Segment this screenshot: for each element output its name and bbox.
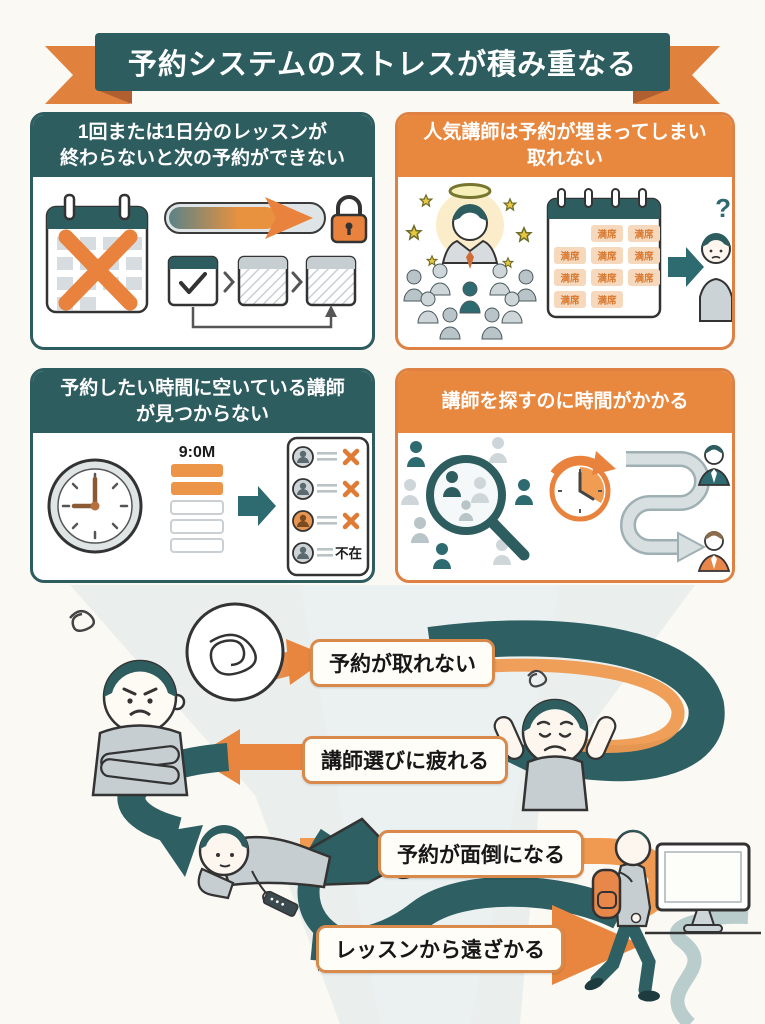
stressed-student-illustration [493,669,617,812]
arrow-right-icon [668,247,704,287]
svg-text:満席: 満席 [634,251,654,263]
teacher-avatar-icon [697,445,731,486]
svg-text:満席: 満席 [597,273,617,285]
angry-student-illustration [69,602,285,797]
full-calendar-icon: 満席満席 満席満席満席 満席満席満席 満席満席 [546,188,662,319]
monitor-icon [645,842,761,935]
svg-text:9:0M: 9:0M [179,444,215,461]
lying-student-illustration [197,817,423,917]
popular-teacher-icon [406,183,532,269]
no-teacher-illustration: 9:0M [47,436,370,577]
flow-step-label-4: レッスンから遠ざかる [316,925,564,973]
flow-step-label-2: 講師選びに疲れる [302,736,508,784]
confused-student-icon: ? [699,193,732,322]
magnifier-icon [426,455,530,561]
svg-text:満席: 満席 [597,295,617,307]
clock-icon [47,458,143,554]
popular-teacher-illustration: 満席満席 満席満席満席 満席満席満席 満席満席 ? [403,183,732,340]
title-ribbon: 予約システムのストレスが積み重なる [95,33,670,91]
winding-path-icon [620,451,710,563]
crowd-icon [403,263,537,340]
panel-search-time-header: 講師を探すのに時間がかかる [398,371,732,433]
page-title: 予約システムのストレスが積み重なる [127,49,638,81]
panel-popular-teacher-header: 人気講師は予約が埋まってしまい 取れない [398,115,732,177]
walking-away-student-illustration [584,829,660,1002]
panel-search-time: 講師を探すのに時間がかかる [395,368,735,583]
arrow-right-icon [238,486,276,526]
flow-step-label-1: 予約が取れない [310,639,495,687]
svg-text:満席: 満席 [560,251,580,263]
svg-text:満席: 満席 [560,273,580,285]
svg-text:満席: 満席 [597,251,617,263]
panel-lesson-block: 1回または1日分のレッスンが 終わらないと次の予約ができない [30,112,375,350]
svg-text:満席: 満席 [560,295,580,307]
search-time-illustration [401,437,731,572]
step-cards-icon [167,255,357,329]
lesson-block-illustration [45,193,368,329]
calendar-x-icon [45,193,149,314]
question-mark: ? [715,193,731,223]
time-slots-icon: 9:0M [170,444,224,553]
teacher-avatar-icon [697,531,731,572]
lock-icon [330,195,368,244]
svg-text:満席: 満席 [634,229,654,241]
svg-text:満席: 満席 [634,273,654,285]
svg-text:不在: 不在 [335,545,362,561]
timer-icon [549,451,616,522]
panel-no-teacher-header: 予約したい時間に空いている講師 が見つからない [33,371,372,433]
panel-popular-teacher: 人気講師は予約が埋まってしまい 取れない [395,112,735,350]
svg-text:満席: 満席 [597,229,617,241]
teacher-list-icon: 不在 [286,436,370,577]
progress-arrow-icon [164,197,326,239]
panel-no-teacher-available: 予約したい時間に空いている講師 が見つからない 9:0M [30,368,375,583]
panel-lesson-block-header: 1回または1日分のレッスンが 終わらないと次の予約ができない [33,115,372,177]
flow-step-label-3: 予約が面倒になる [378,830,584,878]
